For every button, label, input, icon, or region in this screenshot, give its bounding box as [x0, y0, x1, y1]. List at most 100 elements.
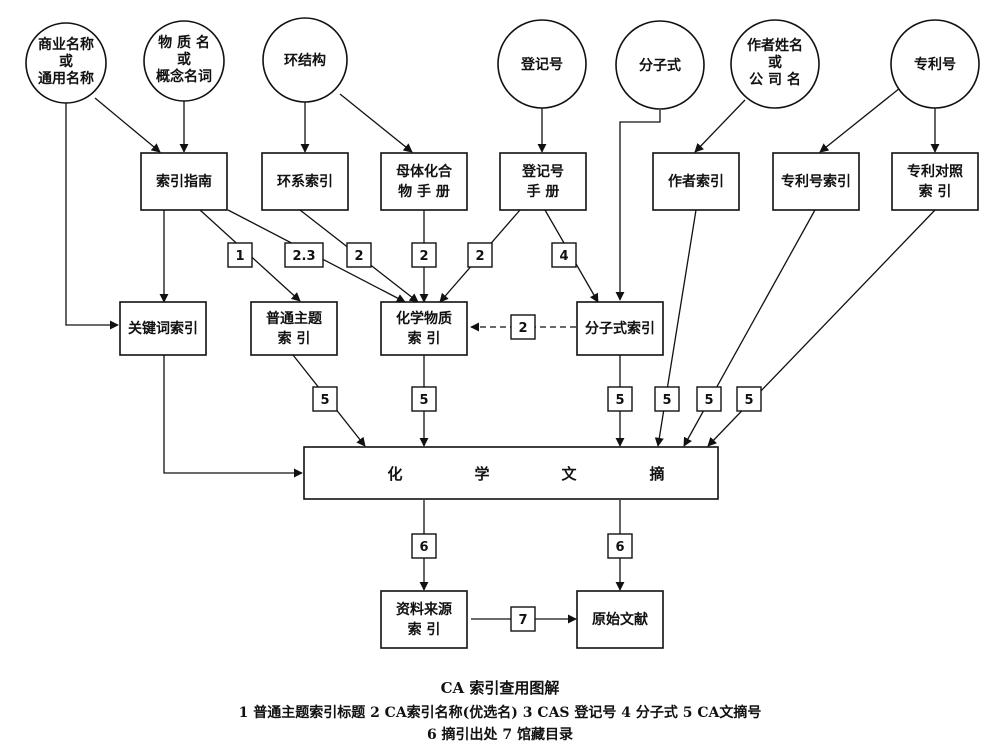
edge-label-5-formula: 5	[615, 393, 624, 408]
box-index-guide-label: 索引指南	[156, 173, 212, 190]
box-chemical-abstracts-char3: 文	[561, 465, 577, 483]
box-patent-number-index-label: 专利号索引	[781, 173, 851, 190]
edge-formula-to-formula-index	[615, 110, 661, 301]
edge-label-5-concordance: 5	[744, 393, 753, 408]
box-source-index-line2: 索 引	[408, 621, 441, 638]
box-chemical-abstracts-char2: 学	[474, 465, 489, 483]
circle-trade-name-line3: 通用名称	[38, 70, 94, 87]
edge-label-6-original: 6	[615, 540, 624, 555]
circle-molecular-formula-label: 分子式	[639, 57, 681, 74]
circle-patent-number-label: 专利号	[914, 56, 956, 73]
box-ring-systems-index-label: 环系索引	[277, 173, 333, 190]
edge-label-boxes	[227, 242, 762, 632]
box-chemical-substance-line2: 索 引	[408, 330, 441, 347]
edge-label-23: 2.3	[292, 249, 315, 264]
edge-label-box-4	[551, 242, 577, 268]
edge-label-6-source: 6	[419, 540, 428, 555]
box-original-document	[576, 590, 664, 649]
box-chemical-substance-line1: 化学物质	[396, 310, 452, 327]
box-formula-index	[576, 301, 664, 356]
box-patent-number-index	[772, 152, 860, 211]
circle-ring-structure	[262, 17, 348, 103]
edge-label-box-5-patent	[696, 386, 722, 412]
box-formula-index-label: 分子式索引	[585, 320, 655, 337]
edge-label-box-7	[510, 606, 536, 632]
box-parent-compound-line1: 母体化合	[396, 163, 453, 180]
box-registry-handbook-line1: 登记号	[521, 163, 564, 180]
circle-molecular-formula	[615, 20, 705, 110]
edge-label-box-6-source	[411, 533, 437, 559]
box-patent-concordance-line2: 索 引	[919, 183, 952, 200]
box-general-subject-index	[250, 301, 338, 356]
circle-patent-number	[890, 19, 980, 109]
edge-label-4: 4	[559, 249, 568, 264]
edge-label-box-2-formula	[510, 314, 536, 340]
edge-label-box-5-concordance	[736, 386, 762, 412]
edge-label-2-parent: 2	[419, 249, 428, 264]
circle-substance-name-line3: 概念名词	[156, 68, 212, 85]
edge-trade-to-keyword	[65, 102, 119, 330]
circle-author-name-line2: 或	[768, 54, 782, 71]
box-registry-handbook-line2: 手 册	[527, 183, 560, 200]
circle-author-name	[730, 19, 820, 109]
box-author-index	[652, 152, 740, 211]
edge-trade-to-index-guide	[94, 97, 161, 153]
box-keyword-index	[119, 301, 207, 356]
edge-label-5-chemical: 5	[419, 393, 428, 408]
edge-label-5-author: 5	[662, 393, 671, 408]
edge-label-box-5-general	[312, 386, 338, 412]
edge-label-box-5-chemical	[411, 386, 437, 412]
edge-label-box-23	[284, 242, 324, 268]
edge-label-5-general: 5	[320, 393, 329, 408]
box-ring-systems-index	[261, 152, 349, 211]
box-chemical-abstracts-char1: 化	[387, 465, 402, 483]
circle-substance-name	[143, 20, 225, 102]
box-parent-compound-handbook	[380, 152, 468, 211]
box-general-subject-line1: 普通主题	[266, 310, 323, 327]
caption-title: CA 索引查用图解	[440, 679, 560, 697]
box-index-guide	[140, 152, 228, 211]
edge-label-box-5-formula	[607, 386, 633, 412]
box-labels: 索引指南 环系索引 母体化合 物 手 册 登记号 手 册 作者索引 专利号索引 …	[128, 163, 963, 638]
box-keyword-index-label: 关键词索引	[128, 320, 198, 337]
box-source-index-line1: 资料来源	[396, 601, 452, 618]
box-chemical-abstracts-char4: 摘	[649, 465, 664, 483]
box-original-document-label: 原始文献	[592, 611, 648, 628]
edge-label-box-1	[227, 242, 253, 268]
edge-keyword-to-abstracts	[163, 355, 303, 478]
box-source-index	[380, 590, 468, 649]
edge-label-7: 7	[518, 613, 527, 628]
box-patent-concordance	[891, 152, 979, 211]
circles	[25, 17, 980, 110]
circle-registry-number-label: 登记号	[520, 56, 563, 73]
box-author-index-label: 作者索引	[668, 173, 724, 190]
circle-substance-name-line1: 物 质 名	[158, 34, 210, 51]
boxes	[119, 152, 979, 649]
circle-ring-structure-label: 环结构	[284, 52, 326, 69]
edge-label-box-2-ring	[346, 242, 372, 268]
box-registry-handbook	[499, 152, 587, 211]
edge-label-box-2-registry	[467, 242, 493, 268]
circle-trade-name-line1: 商业名称	[38, 36, 94, 53]
circle-trade-name-line2: 或	[59, 53, 73, 70]
caption-legend-line1: 1 普通主题索引标题 2 CA索引名称(优选名) 3 CAS 登记号 4 分子式…	[238, 705, 762, 721]
circle-author-name-line3: 公 司 名	[749, 71, 801, 88]
circle-labels: 商业名称 或 通用名称 物 质 名 或 概念名词 环结构 登记号 分子式 作者姓…	[38, 34, 956, 88]
edge-label-box-2-parent	[411, 242, 437, 268]
edge-label-texts: 1 2.3 2 2 2 4 2 5 5 5 5 5 5 6 6 7	[235, 249, 753, 628]
caption-legend-line2: 6 摘引出处 7 馆藏目录	[426, 727, 574, 743]
circle-author-name-line1: 作者姓名	[747, 37, 803, 54]
edge-patent-to-patent-index	[819, 87, 901, 153]
edge-label-box-6-original	[607, 533, 633, 559]
circle-registry-number	[497, 19, 587, 109]
edge-label-5-patent: 5	[704, 393, 713, 408]
edge-label-1: 1	[235, 249, 244, 264]
circle-trade-name	[25, 22, 107, 104]
box-parent-compound-line2: 物 手 册	[398, 183, 450, 200]
edge-label-2-ring: 2	[354, 249, 363, 264]
edge-label-box-5-author	[654, 386, 680, 412]
box-general-subject-line2: 索 引	[278, 330, 311, 347]
box-patent-concordance-line1: 专利对照	[907, 163, 963, 180]
edge-label-2-registry: 2	[475, 249, 484, 264]
